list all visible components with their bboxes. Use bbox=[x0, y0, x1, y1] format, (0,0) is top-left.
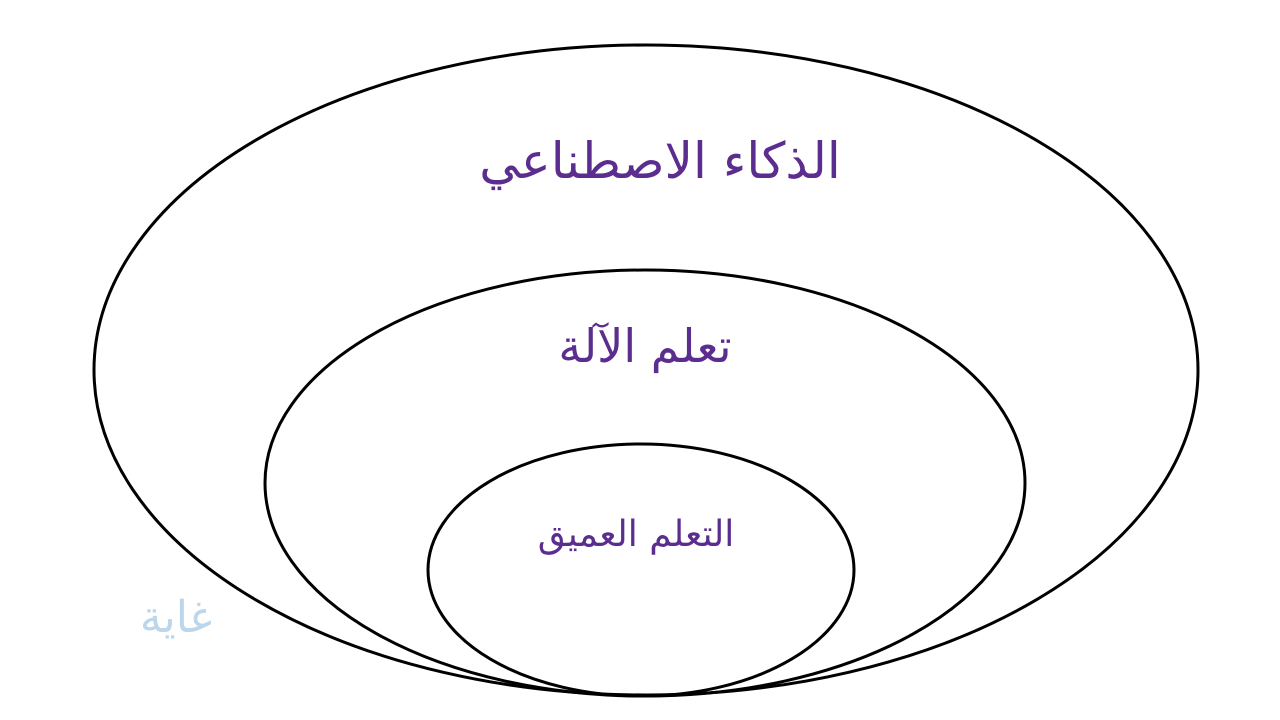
label-machine-learning: تعلم الآلة bbox=[558, 319, 731, 373]
label-artificial-intelligence: الذكاء الاصطناعي bbox=[479, 132, 841, 190]
watermark-logo: غاية bbox=[140, 592, 212, 643]
label-deep-learning: التعلم العميق bbox=[538, 514, 735, 555]
ring-deep-learning bbox=[426, 442, 856, 698]
